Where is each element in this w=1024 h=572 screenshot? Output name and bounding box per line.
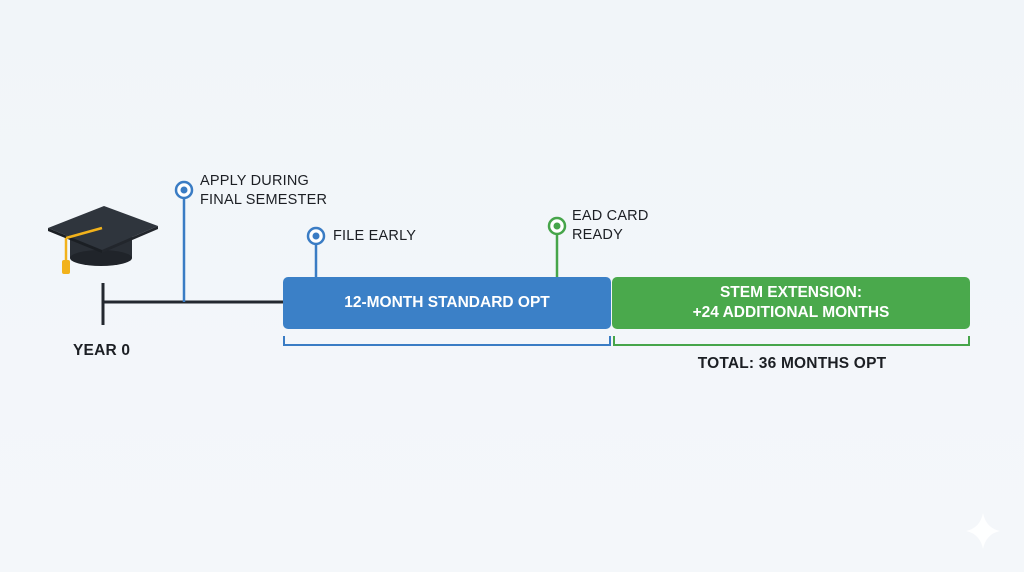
sparkle-icon	[966, 513, 1000, 549]
stem-extension-bracket	[613, 336, 970, 346]
milestone-apply-label: APPLY DURING FINAL SEMESTER	[200, 173, 328, 208]
standard-opt-bracket	[283, 336, 611, 346]
milestone-apply	[174, 180, 194, 302]
segment-standard-opt-bar	[283, 277, 611, 329]
segment-standard-opt-label: 12-MONTH STANDARD OPT	[344, 294, 550, 311]
milestone-file-early-label: FILE EARLY	[333, 228, 417, 244]
milestone-ead-card	[547, 216, 567, 278]
total-opt-label: TOTAL: 36 MONTHS OPT	[697, 355, 887, 372]
graduation-cap-icon	[48, 206, 158, 274]
year-zero-label: YEAR 0	[73, 342, 131, 359]
milestone-ead-card-label: EAD CARD READY	[572, 208, 649, 243]
milestone-file-early	[306, 226, 326, 278]
segment-stem-extension-label: STEM EXTENSION: +24 ADDITIONAL MONTHS	[692, 284, 890, 321]
segment-stem-extension-bar	[612, 277, 970, 329]
